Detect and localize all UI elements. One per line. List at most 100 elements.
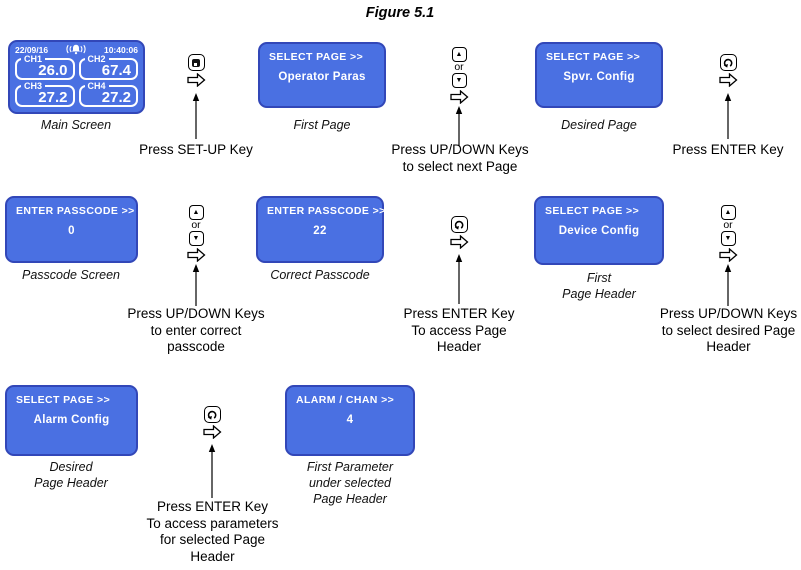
pointer-up-arrow <box>455 254 463 304</box>
lcd-body-text: 22 <box>313 225 327 237</box>
caption-line: Header <box>190 548 235 564</box>
desired-page-header-lcd: SELECT PAGE >> Alarm Config <box>5 385 138 456</box>
label-line: Desired <box>49 460 93 474</box>
flow-right-arrow-icon <box>202 425 221 439</box>
down-arrow-key-icon: ▼ <box>720 231 736 246</box>
pointer-up-arrow <box>724 264 732 306</box>
date-text: 22/09/16 <box>15 45 49 55</box>
lcd-header-text: SELECT PAGE >> <box>546 51 641 63</box>
label-line: Page Header <box>313 492 387 506</box>
flow-right-arrow-icon <box>718 73 737 87</box>
flow-right-arrow-icon <box>186 248 205 262</box>
lcd-body-text: Spvr. Config <box>563 71 635 83</box>
channel-value: 67.4 <box>101 62 131 79</box>
down-glyph: ▼ <box>192 235 200 242</box>
label-line: First Parameter <box>306 460 394 474</box>
channel-label: CH4 <box>84 80 109 92</box>
lcd-header-text: SELECT PAGE >> <box>16 394 111 406</box>
flow-right-arrow-icon <box>186 73 205 87</box>
passcode-screen-label: Passcode Screen <box>22 268 120 282</box>
desired-page-lcd: SELECT PAGE >> Spvr. Config <box>535 42 663 108</box>
main-screen-statusbar: 22/09/16 10:40:06 <box>15 44 138 56</box>
up-arrow-key-icon: ▲ <box>188 205 204 220</box>
enter-key-icon <box>719 54 737 71</box>
pointer-up-arrow <box>192 93 200 139</box>
enter-keygroup <box>190 406 234 498</box>
up-arrow-key-icon: ▲ <box>720 205 736 220</box>
first-page-header-label: First Page Header <box>539 270 659 302</box>
up-glyph: ▲ <box>192 209 200 216</box>
channel-box-ch2: CH2 67.4 <box>78 53 138 80</box>
pointer-up-arrow <box>192 264 200 306</box>
caption-line: Press ENTER Key <box>403 306 515 321</box>
first-page-header-lcd: SELECT PAGE >> Device Config <box>534 196 664 265</box>
caption-updown-desired: Press UP/DOWN Keys to select desired Pag… <box>651 306 801 356</box>
channel-value: 27.2 <box>38 89 68 106</box>
caption-line: Header <box>436 339 482 354</box>
lcd-body-text: 4 <box>346 414 354 426</box>
channel-value: 27.2 <box>101 89 131 106</box>
enter-key-icon <box>450 216 468 233</box>
pointer-up-arrow <box>208 444 216 498</box>
main-screen-lcd: 22/09/16 10:40:06 CH1 26.0 CH2 67 <box>8 40 145 114</box>
channel-label: CH2 <box>84 53 109 65</box>
or-label: or <box>191 219 201 231</box>
updown-keygroup: ▲ or ▼ <box>174 205 218 306</box>
caption-line: Press UP/DOWN Keys <box>127 306 265 321</box>
passcode-lcd: ENTER PASSCODE >> 0 <box>5 196 138 263</box>
down-glyph: ▼ <box>724 235 732 242</box>
enter-keygroup <box>706 54 750 139</box>
lcd-header-text: SELECT PAGE >> <box>545 205 640 217</box>
flow-right-arrow-icon <box>449 90 468 104</box>
channel-box-ch3: CH3 27.2 <box>15 80 75 107</box>
main-screen-label: Main Screen <box>40 118 112 132</box>
channel-value: 26.0 <box>38 62 68 79</box>
label-line: under selected <box>308 476 391 490</box>
lcd-body-text: Alarm Config <box>33 414 110 426</box>
desired-page-label: Desired Page <box>561 118 637 132</box>
label-line: Page Header <box>562 287 636 301</box>
up-glyph: ▲ <box>455 51 463 58</box>
channel-box-ch1: CH1 26.0 <box>15 53 75 80</box>
lcd-header-text: SELECT PAGE >> <box>269 51 364 63</box>
label-line: First <box>586 271 612 285</box>
lcd-header-text: ENTER PASSCODE >> <box>267 205 386 217</box>
alarm-bell-icon <box>64 44 88 57</box>
lcd-header-text: ALARM / CHAN >> <box>296 394 395 406</box>
lcd-header-text: ENTER PASSCODE >> <box>16 205 135 217</box>
channel-box-ch4: CH4 27.2 <box>78 80 138 107</box>
caption-line: passcode <box>167 339 225 354</box>
time-text: 10:40:06 <box>103 45 138 55</box>
flow-right-arrow-icon <box>718 248 737 262</box>
set-up-key-icon <box>187 54 205 71</box>
correct-passcode-lcd: ENTER PASSCODE >> 22 <box>256 196 386 263</box>
down-arrow-key-icon: ▼ <box>188 231 204 246</box>
lcd-body-text: Device Config <box>558 225 640 237</box>
or-label: or <box>454 61 464 73</box>
channel-grid: CH1 26.0 CH2 67.4 CH3 27.2 CH4 27.2 <box>15 53 138 107</box>
updown-keygroup: ▲ or ▼ <box>437 47 481 146</box>
first-parameter-lcd: ALARM / CHAN >> 4 <box>285 385 415 456</box>
figure-title: Figure 5.1 <box>365 5 435 21</box>
caption-updown-next: Press UP/DOWN Keys to select next Page <box>380 142 540 175</box>
caption-enter-page-header: Press ENTER Key To access Page Header <box>379 306 539 356</box>
enter-key-icon <box>203 406 221 423</box>
up-glyph: ▲ <box>724 209 732 216</box>
caption-line: To access Page <box>411 322 507 338</box>
caption-line: to select desired Page <box>661 322 796 338</box>
first-parameter-label: First Parameter under selected Page Head… <box>278 459 422 507</box>
caption-line: To access parameters <box>146 515 279 531</box>
correct-passcode-label: Correct Passcode <box>270 268 370 282</box>
caption-press-enter: Press ENTER Key <box>672 142 784 157</box>
first-page-label: First Page <box>293 118 351 132</box>
caption-line: for selected Page <box>159 532 266 547</box>
down-arrow-key-icon: ▼ <box>451 73 467 88</box>
caption-line: Header <box>706 339 751 354</box>
lcd-body-text: Operator Paras <box>278 71 366 83</box>
lcd-body-text: 0 <box>68 225 75 237</box>
caption-updown-passcode: Press UP/DOWN Keys to enter correct pass… <box>116 306 276 356</box>
channel-label: CH3 <box>21 80 46 92</box>
pointer-up-arrow <box>724 93 732 139</box>
up-arrow-key-icon: ▲ <box>451 47 467 62</box>
